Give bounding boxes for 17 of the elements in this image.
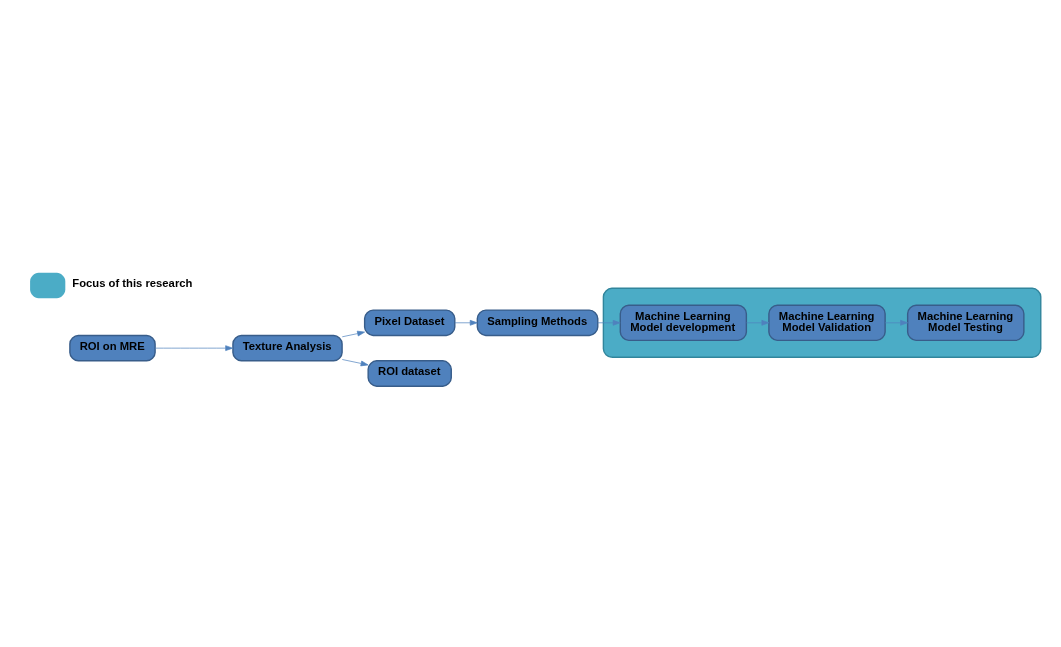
legend-label: Focus of this research <box>72 277 193 290</box>
node-box: ROI on MRE <box>69 334 156 362</box>
arrow <box>597 319 621 326</box>
arrow <box>341 330 365 338</box>
arrow <box>884 319 908 326</box>
arrow <box>746 319 770 326</box>
node-box: Pixel Dataset <box>363 309 456 337</box>
node-box: Sampling Methods <box>476 309 599 337</box>
node-box: ROI dataset <box>367 360 452 387</box>
node-box: Machine Learning Model Validation <box>768 304 886 342</box>
cluster <box>602 287 1042 358</box>
arrow <box>454 319 478 326</box>
node-box: Machine Learning Model development <box>619 304 748 342</box>
node-box: Texture Analysis <box>232 334 343 362</box>
node-box: Machine Learning Model Testing <box>906 304 1025 342</box>
arrow <box>154 345 234 351</box>
arrow <box>341 359 369 367</box>
